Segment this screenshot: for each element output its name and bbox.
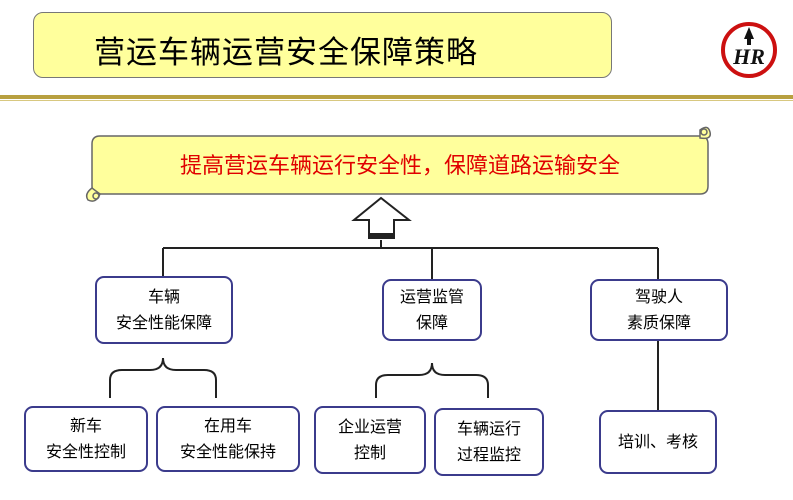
page-title: 营运车辆运营安全保障策略 — [94, 35, 478, 71]
up-arrow-icon — [351, 196, 412, 239]
node-line: 保障 — [415, 313, 448, 332]
new-vehicle-node: 新车 安全性控制 — [24, 406, 148, 472]
title-banner: 营运车辆运营安全保障策略 — [33, 12, 612, 78]
hr-logo-icon: HR — [721, 22, 777, 78]
node-line: 安全性能保持 — [179, 442, 276, 461]
node-line: 安全性控制 — [45, 442, 126, 461]
supervision-node: 运营监管 保障 — [382, 279, 482, 341]
training-node: 培训、考核 — [599, 410, 717, 474]
goal-scroll — [85, 126, 712, 202]
svg-text:HR: HR — [732, 44, 765, 69]
goal-text: 提高营运车辆运行安全性，保障道路运输安全 — [179, 154, 620, 179]
vehicle-safety-node: 车辆 安全性能保障 — [95, 276, 233, 344]
node-line: 车辆运行 — [456, 419, 521, 439]
in-use-vehicle-node: 在用车 安全性能保持 — [156, 406, 300, 472]
node-line: 车辆 — [147, 287, 180, 307]
node-line: 驾驶人 — [634, 287, 683, 307]
node-line: 培训、考核 — [617, 432, 698, 452]
node-line: 运营监管 — [399, 287, 464, 307]
node-line: 素质保障 — [626, 313, 691, 332]
node-line: 企业运营 — [337, 417, 402, 437]
header-rule — [0, 95, 793, 99]
process-monitor-node: 车辆运行 过程监控 — [434, 408, 544, 476]
node-line: 在用车 — [203, 416, 252, 436]
node-line: 控制 — [353, 443, 386, 462]
node-line: 过程监控 — [456, 445, 521, 464]
node-line: 新车 — [69, 416, 102, 436]
node-line: 安全性能保障 — [115, 313, 212, 332]
driver-quality-node: 驾驶人 素质保障 — [590, 279, 728, 341]
enterprise-control-node: 企业运营 控制 — [314, 406, 426, 474]
header-rule-thin — [0, 100, 793, 101]
